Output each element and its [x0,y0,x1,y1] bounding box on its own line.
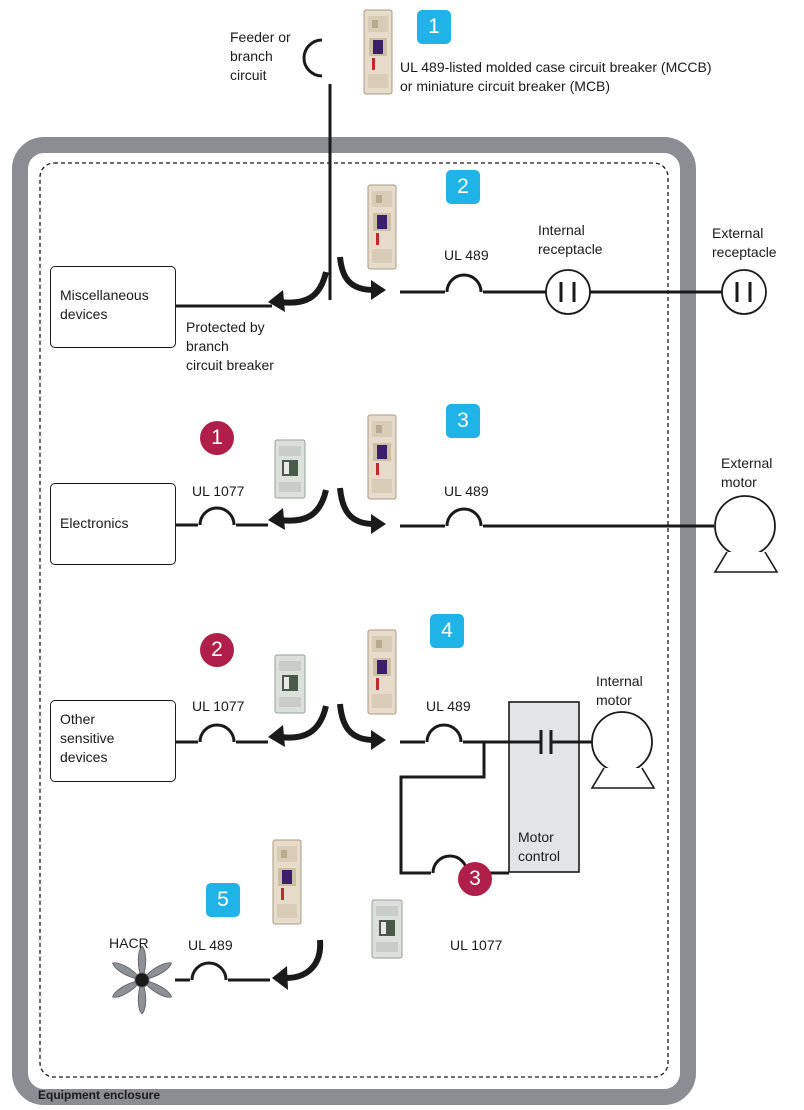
other-sensitive-devices-box: Other sensitive devices [50,700,176,782]
misc-devices-label: Miscellaneous devices [60,287,149,322]
badge-circle-3: 3 [458,862,492,896]
distribution-arrow-left-row3 [279,705,329,741]
electronics-label: Electronics [60,515,129,531]
badge-square-1: 1 [417,10,451,44]
ul1077-label-row3: UL 1077 [192,698,245,714]
mccb-caption: UL 489-listed molded case circuit breake… [400,59,712,94]
distribution-arrowhead-left-row4 [272,966,288,990]
mccb-breaker-image-row1 [367,184,397,270]
hacr-fan-icon [112,945,172,1015]
distribution-arrow-left-row2 [279,489,329,524]
mcb-breaker-image-row4 [371,899,403,959]
distribution-arrow-left-row1 [279,271,329,306]
internal-receptacle-symbol [545,269,591,315]
mccb-breaker-image-row3 [367,629,397,715]
distribution-arrowhead-left-row1 [268,290,285,312]
control-branch-wire [399,742,486,875]
other-sensitive-devices-label: Other sensitive devices [60,711,115,765]
distribution-arrowhead-right-row1 [371,280,386,300]
external-motor-label: External motor [721,455,773,490]
badge-square-2: 2 [446,170,480,204]
mcb-breaker-image-row3 [274,654,306,714]
ul489-breaker-symbol-row3 [425,723,463,743]
ul489-breaker-symbol-row4 [190,961,228,981]
internal-motor-base [590,767,656,789]
ul489-breaker-symbol-row2 [445,507,483,527]
badge-square-3: 3 [446,404,480,438]
equipment-enclosure-label: Equipment enclosure [38,1088,161,1102]
motor-control-box [508,701,580,873]
ul1077-label-row4: UL 1077 [450,937,503,953]
internal-receptacle-label: Internal receptacle [538,222,603,257]
distribution-arrow-right-row1 [337,256,375,293]
external-motor-symbol [714,495,776,557]
feeder-protection-arc [302,38,323,78]
electronics-box: Electronics [50,483,176,565]
ul489-label-row4: UL 489 [188,937,233,953]
mccb-breaker-image-row4 [272,839,302,925]
distribution-arrow-left-row4 [285,939,324,981]
badge-square-5: 5 [206,883,240,917]
feeder-label: Feeder or branch circuit [230,29,291,83]
equipment-enclosure-wall [12,137,696,1105]
mcb-breaker-image-row2 [274,439,306,499]
ul1077-label-row2: UL 1077 [192,483,245,499]
mccb-breaker-image-row2 [367,414,397,500]
internal-motor-symbol [591,711,653,773]
distribution-arrowhead-left-row3 [268,725,285,747]
ul489-breaker-symbol-row1 [445,273,483,293]
motor-control-label: Motor control [518,829,561,864]
ul489-label-row1: UL 489 [444,247,489,263]
misc-devices-box: Miscellaneous devices [50,266,176,348]
ul1077-protector-symbol-row3 [198,723,236,743]
ul489-label-row3: UL 489 [426,698,471,714]
badge-circle-2: 2 [200,633,234,667]
enclosure-inner-dashed-border [39,162,669,1078]
hacr-label: HACR [109,935,149,951]
protected-by-label: Protected by branch circuit breaker [186,319,274,373]
internal-motor-label: Internal motor [596,673,643,708]
distribution-arrowhead-left-row2 [268,508,285,530]
distribution-arrowhead-right-row2 [371,514,386,534]
mccb-breaker-image-top [363,9,393,95]
distribution-arrowhead-right-row3 [371,730,386,750]
external-motor-base [713,551,779,573]
distribution-arrow-right-row2 [337,487,375,527]
badge-circle-1: 1 [200,421,234,455]
ul1077-protector-symbol-row2 [198,506,236,526]
external-receptacle-symbol [721,269,767,315]
distribution-arrow-right-row3 [337,703,375,743]
ul489-label-row2: UL 489 [444,483,489,499]
badge-square-4: 4 [430,614,464,648]
external-receptacle-label: External receptacle [712,225,777,260]
